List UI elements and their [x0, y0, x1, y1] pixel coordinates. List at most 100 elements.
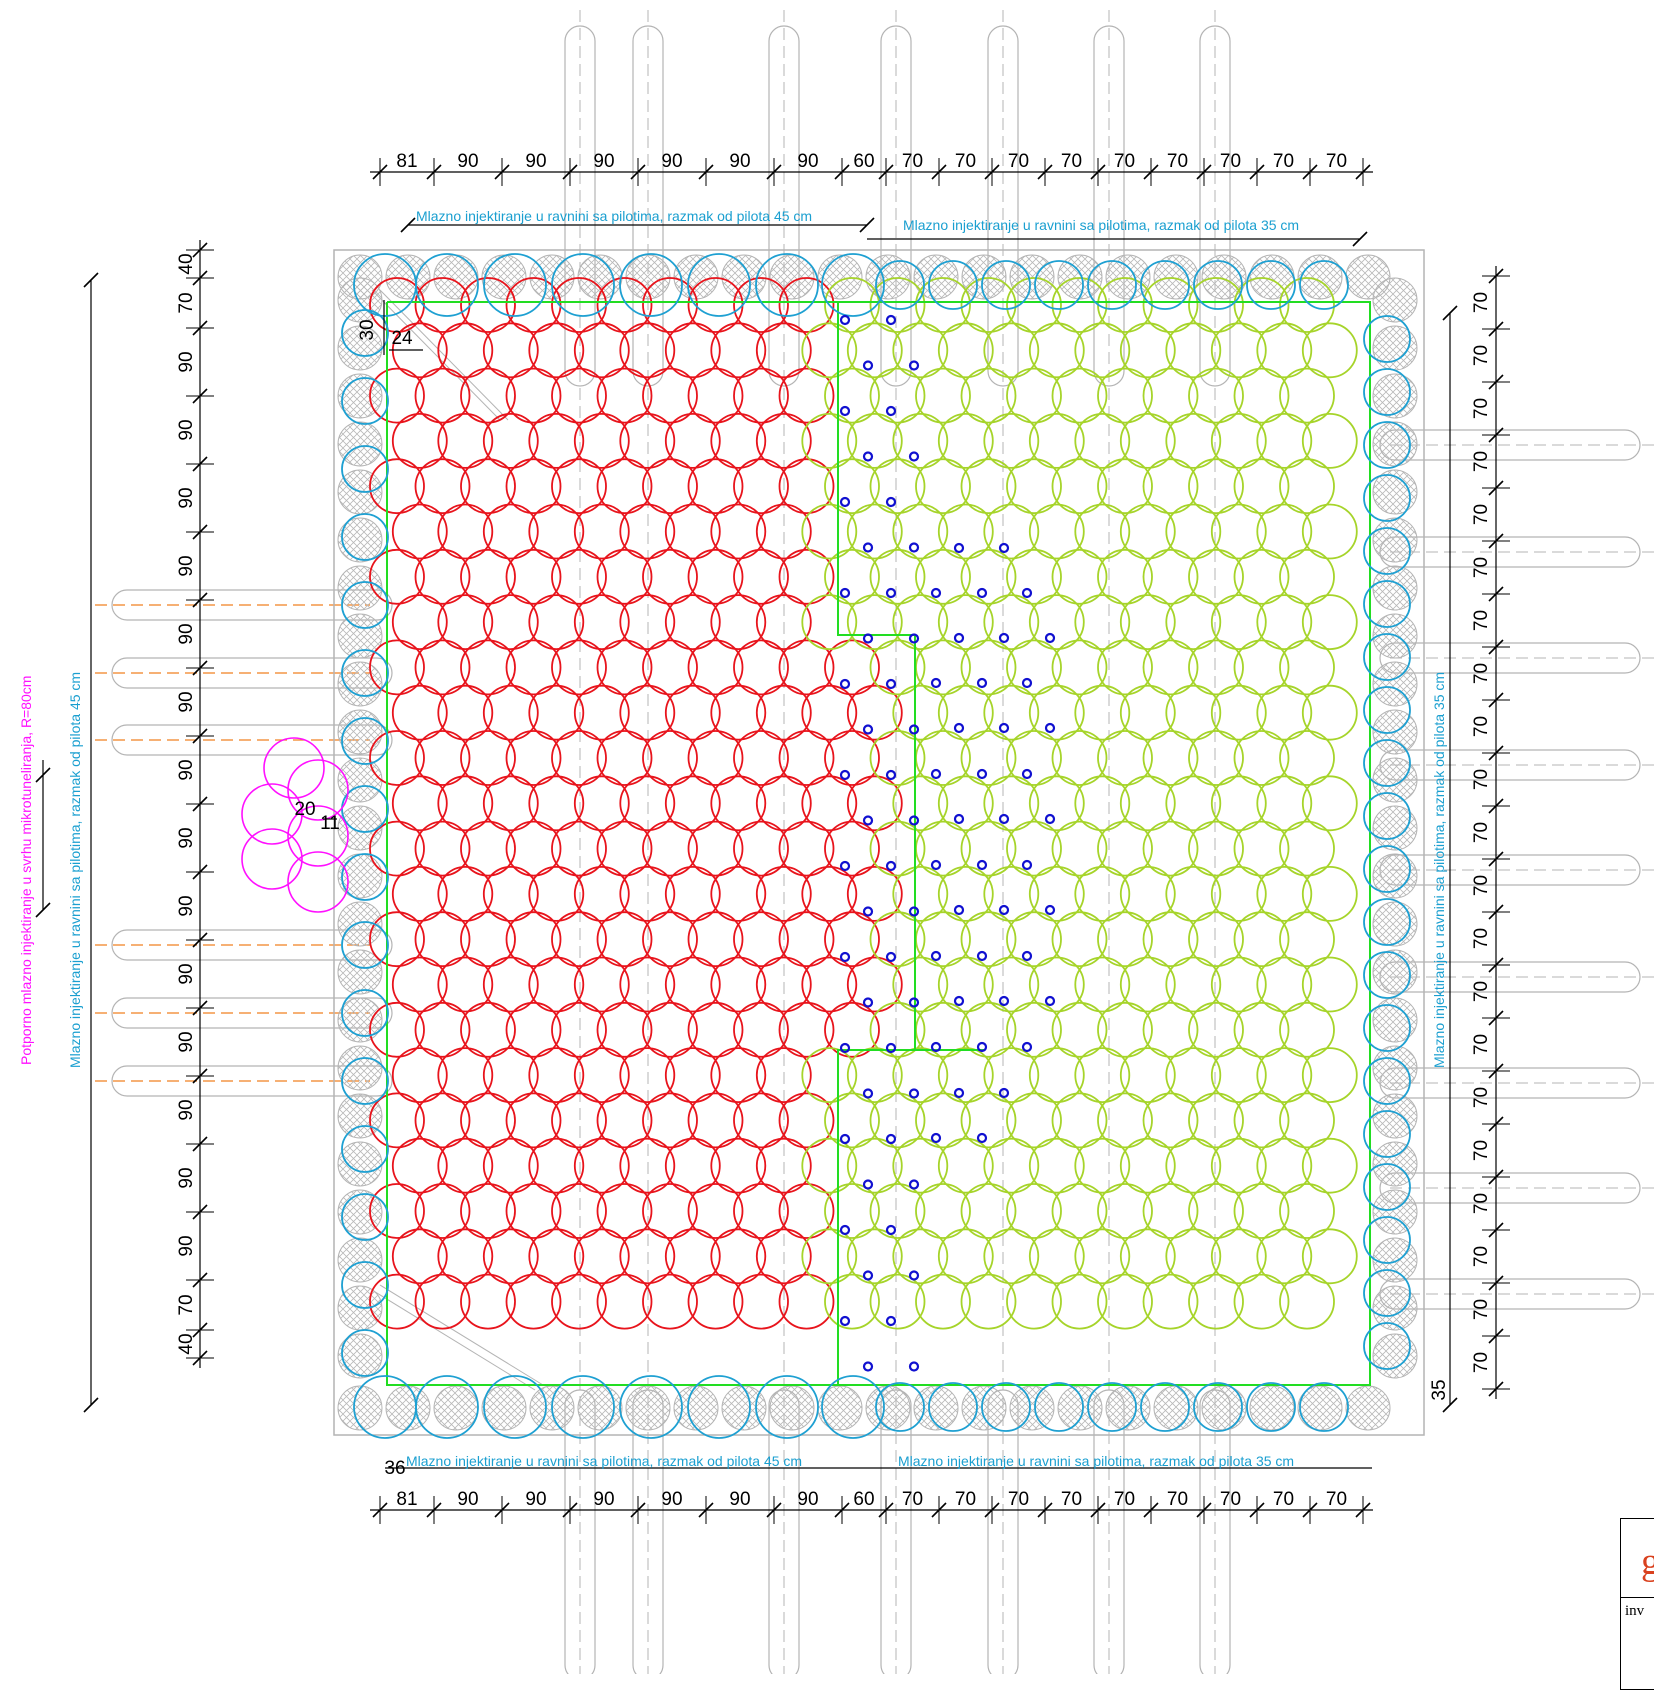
injection-hole	[976, 859, 988, 871]
red-column	[551, 820, 607, 877]
perimeter-column-top	[1034, 260, 1084, 310]
green-column	[983, 412, 1040, 469]
red-column	[642, 458, 698, 515]
injection-hole	[885, 951, 897, 963]
green-column	[1097, 1092, 1153, 1149]
perimeter-column-top	[755, 253, 819, 317]
red-column	[755, 866, 812, 922]
red-column	[824, 639, 880, 696]
support-column	[241, 828, 303, 890]
title-block: g inv	[1620, 1518, 1654, 1690]
green-column	[824, 1183, 880, 1239]
dimension-label: 90	[176, 623, 197, 644]
red-column	[733, 1183, 789, 1239]
dimension-label: 90	[176, 895, 197, 916]
dimension-tick	[859, 217, 875, 233]
red-column	[414, 1092, 471, 1149]
green-column	[960, 639, 1017, 696]
green-column	[892, 1047, 949, 1103]
dimension-label: 90	[176, 827, 197, 848]
red-column	[619, 684, 676, 741]
red-column	[482, 775, 539, 832]
dimension-label: 90	[729, 1489, 750, 1510]
red-column	[846, 775, 903, 832]
red-column	[369, 730, 425, 786]
red-column	[664, 956, 721, 1013]
green-column	[869, 1183, 926, 1239]
red-column	[733, 458, 789, 515]
existing-pile	[1153, 1385, 1199, 1431]
green-column	[1097, 1183, 1153, 1239]
dimension-label: 90	[176, 555, 197, 576]
dimension-label: 70	[1273, 1489, 1294, 1510]
red-column	[664, 1228, 721, 1285]
green-column	[869, 730, 926, 786]
green-column	[1142, 1183, 1199, 1239]
perimeter-column-bottom	[619, 1375, 683, 1439]
green-column	[1256, 866, 1313, 922]
green-column	[1301, 1137, 1358, 1194]
perimeter-column-bottom	[755, 1375, 819, 1439]
perimeter-column-top	[483, 253, 547, 317]
red-column	[391, 412, 448, 469]
red-column	[482, 594, 539, 650]
existing-pile	[769, 1385, 815, 1431]
green-column	[983, 594, 1040, 650]
pipe-horizontal-left	[111, 657, 393, 689]
injection-hole	[930, 1132, 942, 1144]
green-column	[1119, 866, 1176, 922]
green-column	[1279, 911, 1335, 968]
green-column	[1256, 1228, 1313, 1285]
red-column	[437, 956, 494, 1013]
green-column	[1051, 820, 1108, 877]
dimension-label: 70	[1471, 504, 1492, 525]
red-column	[596, 548, 653, 605]
green-column	[1051, 639, 1108, 696]
existing-pile	[1372, 469, 1418, 515]
dimension-label: 81	[396, 151, 417, 172]
green-column	[1165, 1047, 1222, 1103]
red-column	[414, 639, 471, 696]
red-column	[573, 866, 630, 922]
injection-hole	[839, 314, 851, 326]
injection-hole	[930, 587, 942, 599]
dimension-label: 60	[853, 151, 874, 172]
zone-divider	[837, 302, 916, 1385]
green-column	[1097, 911, 1153, 968]
dimension-label: 90	[176, 963, 197, 984]
green-column	[1188, 730, 1244, 786]
green-column	[1097, 820, 1153, 877]
green-column	[1028, 684, 1085, 741]
dimension-label: 70	[1220, 151, 1241, 172]
green-column	[801, 594, 858, 650]
green-column	[1074, 594, 1131, 650]
green-column	[1210, 775, 1267, 832]
red-column	[846, 956, 903, 1013]
green-column	[1074, 322, 1131, 379]
green-column	[1028, 412, 1085, 469]
dimension-tick	[1352, 231, 1368, 247]
green-column	[846, 1047, 903, 1103]
red-column	[482, 1228, 539, 1285]
injection-hole	[839, 587, 851, 599]
red-column	[778, 820, 835, 877]
red-column	[710, 412, 767, 469]
perimeter-column-right	[1363, 527, 1411, 575]
dimension-label: 90	[176, 351, 197, 372]
green-column	[1051, 548, 1108, 605]
dimension-label: 90	[593, 151, 614, 172]
red-column	[642, 639, 698, 696]
red-column	[573, 1047, 630, 1103]
green-column	[1233, 911, 1290, 968]
dimension-label: 70	[955, 1489, 976, 1510]
green-column	[1301, 684, 1358, 741]
green-column	[1028, 866, 1085, 922]
green-column	[892, 594, 949, 650]
injection-hole	[908, 815, 920, 826]
perimeter-column-left	[341, 377, 389, 425]
green-column	[1142, 730, 1199, 786]
dimension-label: 70	[1326, 1489, 1347, 1510]
red-column	[460, 548, 516, 605]
green-column	[1301, 594, 1358, 650]
green-column	[915, 458, 971, 515]
